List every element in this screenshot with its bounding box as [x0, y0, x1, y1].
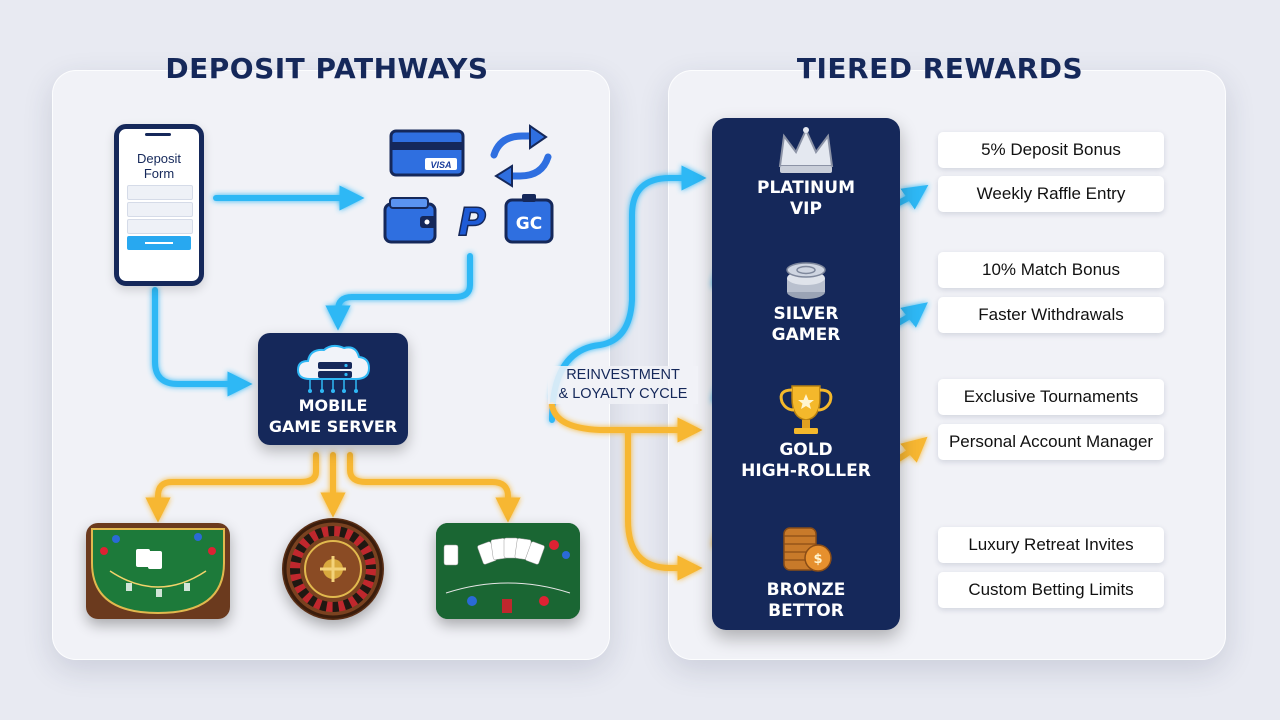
deposit-form-title: Deposit Form [136, 151, 182, 181]
flow-form-to-server [152, 287, 253, 397]
crown-icon [778, 127, 834, 173]
reinvestment-cycle-label: REINVESTMENT & LOYALTY CYCLE [548, 366, 698, 404]
tier-icons: $ [778, 127, 834, 572]
benefit-item: 10% Match Bonus [938, 252, 1164, 288]
chip-stack-icon [786, 262, 826, 299]
tiered-rewards-title: TIERED REWARDS [796, 52, 1084, 85]
benefit-item: 5% Deposit Bonus [938, 132, 1164, 168]
cloud-server-icon [296, 344, 371, 393]
benefit-item: Weekly Raffle Entry [938, 176, 1164, 212]
flow-cycle-to-gold [549, 402, 703, 443]
flow-server-to-blackjack [145, 452, 319, 523]
tier-label-bronze: BRONZE BETTOR [766, 580, 846, 621]
deposit-submit-button[interactable] [127, 236, 191, 250]
deposit-pathways-title: DEPOSIT PATHWAYS [165, 52, 489, 85]
deposit-form-field[interactable] [127, 202, 193, 217]
blackjack-table-illustration [91, 528, 225, 615]
benefit-item: Faster Withdrawals [938, 297, 1164, 333]
coin-stack-icon: $ [783, 527, 832, 572]
poker-table-illustration [436, 523, 580, 619]
blackjack-table[interactable] [86, 523, 230, 619]
server-label: MOBILE GAME SERVER [268, 396, 398, 436]
deposit-form-field[interactable] [127, 185, 193, 200]
benefit-item: Luxury Retreat Invites [938, 527, 1164, 563]
benefit-item: Exclusive Tournaments [938, 379, 1164, 415]
flow-cycle-to-bronze [625, 429, 703, 581]
paypal-icon: P [458, 200, 486, 244]
wallet-icon [383, 197, 437, 244]
svg-text:VISA: VISA [430, 160, 451, 170]
tier-label-gold: GOLD HIGH-ROLLER [741, 440, 871, 481]
tier-column: $ PLATINUM VIP SILVER GAMER GOLD HIGH-RO… [712, 118, 900, 630]
deposit-form-phone[interactable]: Deposit Form [114, 124, 204, 286]
tier-label-platinum: PLATINUM VIP [757, 178, 855, 219]
flow-payments-to-server [325, 253, 473, 331]
benefit-item: Personal Account Manager [938, 424, 1164, 460]
trophy-icon [779, 385, 833, 434]
phone-notch [145, 133, 171, 136]
benefit-item: Custom Betting Limits [938, 572, 1164, 608]
deposit-form-field[interactable] [127, 219, 193, 234]
tier-label-silver: SILVER GAMER [771, 304, 841, 345]
svg-text:$: $ [813, 552, 822, 567]
roulette-wheel-illustration [283, 519, 383, 619]
roulette-wheel[interactable] [282, 518, 384, 620]
poker-table[interactable] [436, 523, 580, 619]
mobile-game-server: MOBILE GAME SERVER [258, 333, 408, 445]
refresh-arrows-icon [490, 124, 552, 188]
gift-card-icon: GC [504, 194, 554, 244]
credit-card-icon: VISA [389, 129, 465, 177]
flow-server-to-poker [347, 452, 521, 523]
svg-text:GC: GC [516, 214, 542, 234]
